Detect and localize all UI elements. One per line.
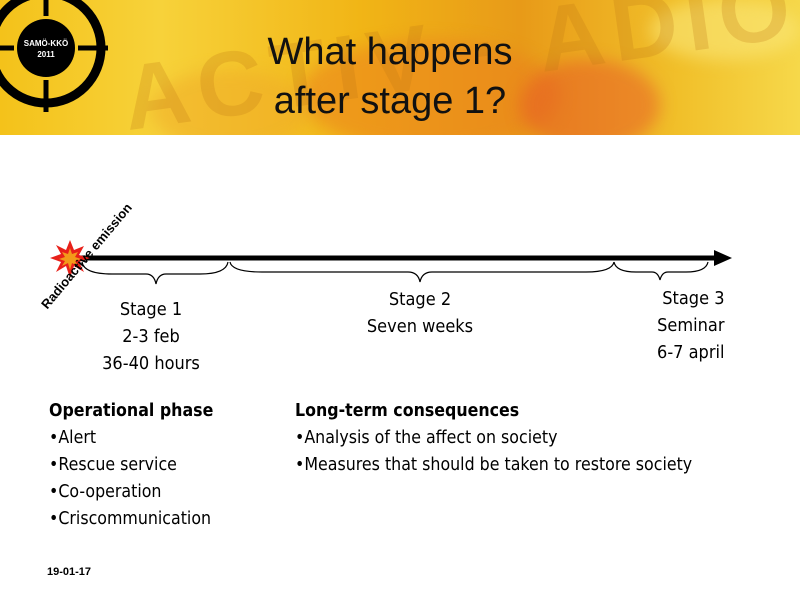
stage3-date: 6-7 april — [657, 342, 725, 363]
stage1-duration: 36-40 hours — [102, 353, 200, 374]
operational-phase-list: Operational phase •Alert •Rescue service… — [49, 397, 213, 532]
list-item: •Alert — [49, 427, 97, 448]
stage1-title: Stage 1 — [119, 299, 183, 320]
stage3-event: Seminar — [657, 315, 725, 336]
stage1-block: Stage 1 2-3 feb 36-40 hours — [93, 296, 210, 377]
stage3-brace — [613, 261, 709, 281]
list-item: •Analysis of the affect on society — [295, 427, 558, 448]
long-term-list: Long-term consequences •Analysis of the … — [295, 397, 692, 478]
logo-line1: SAMÖ-KKÖ — [23, 39, 69, 48]
stage2-brace — [229, 261, 615, 283]
page-title: What happens after stage 1? — [195, 28, 585, 126]
logo-text: SAMÖ-KKÖ 2011 — [20, 38, 72, 60]
list-item: •Measures that should be taken to restor… — [295, 454, 693, 475]
stage1-brace — [81, 261, 229, 285]
banner-smear — [300, 40, 560, 135]
list-item: •Criscommunication — [49, 508, 212, 529]
timeline-arrowhead-icon — [714, 250, 732, 266]
logo-line2: 2011 — [37, 50, 55, 59]
banner-smear — [520, 60, 660, 135]
stage1-date: 2-3 feb — [122, 326, 180, 347]
banner-smear — [150, 70, 310, 135]
stage3-title: Stage 3 — [662, 288, 725, 309]
banner-smear — [650, 0, 800, 60]
title-line2: after stage 1? — [273, 80, 507, 122]
header-banner: ACTIV · ADIOA SAMÖ-KKÖ 2011 What happens… — [0, 0, 800, 135]
stage3-block: Stage 3 Seminar 6-7 april — [626, 285, 725, 366]
stage2-block: Stage 2 Seven weeks — [353, 286, 488, 340]
longterm-heading: Long-term consequences — [295, 400, 520, 421]
stage2-title: Stage 2 — [388, 289, 452, 310]
footer-date: 19-01-17 — [47, 566, 92, 578]
crosshair-logo-icon — [0, 0, 108, 112]
list-item: •Rescue service — [49, 454, 177, 475]
stage2-duration: Seven weeks — [366, 316, 474, 337]
title-line1: What happens — [267, 31, 513, 73]
operational-heading: Operational phase — [49, 400, 214, 421]
explosion-burst-icon — [50, 240, 90, 278]
list-item: •Co-operation — [49, 481, 162, 502]
